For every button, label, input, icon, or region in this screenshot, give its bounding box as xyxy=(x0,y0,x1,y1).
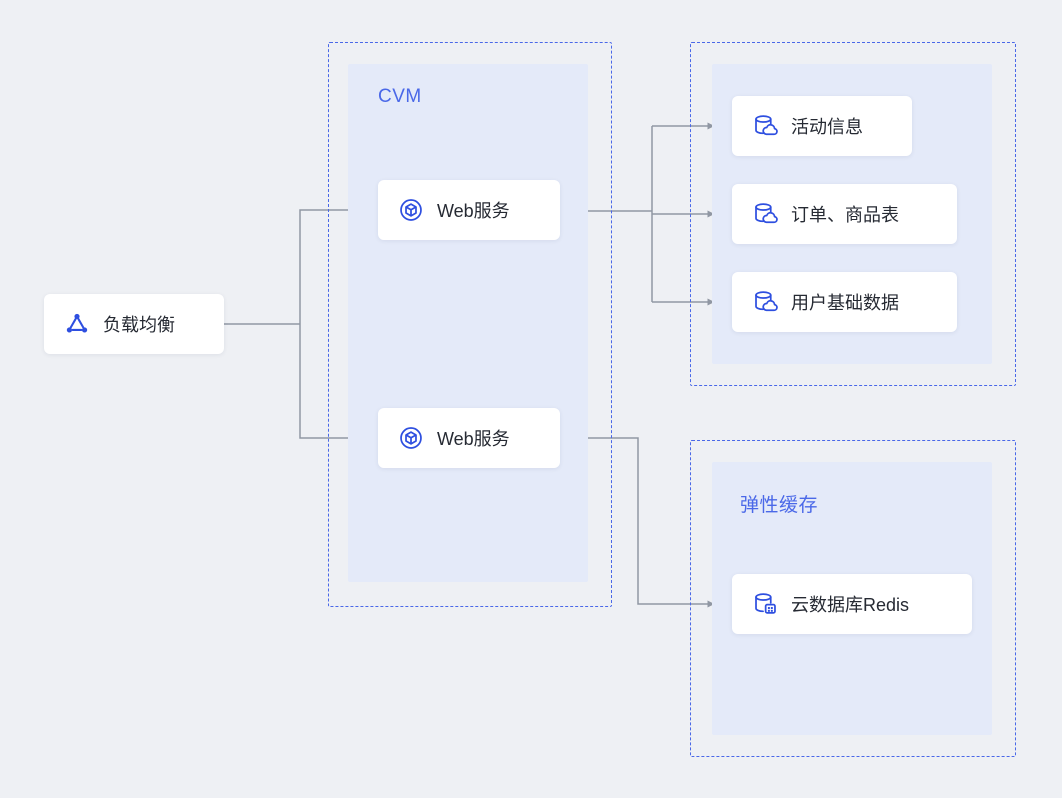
node-web-service-1[interactable]: Web服务 xyxy=(378,180,560,240)
database-cloud-icon xyxy=(752,113,778,139)
web-service-icon xyxy=(398,197,424,223)
cache-group-title: 弹性缓存 xyxy=(740,495,819,516)
cache-group-border xyxy=(690,440,1016,757)
database-cloud-icon xyxy=(752,201,778,227)
database-cloud-icon xyxy=(752,289,778,315)
cvm-group-border xyxy=(328,42,612,607)
node-label: 订单、商品表 xyxy=(791,205,899,225)
node-db-activity[interactable]: 活动信息 xyxy=(732,96,912,156)
node-label: Web服务 xyxy=(437,429,510,449)
database-redis-icon xyxy=(752,591,778,617)
load-balancer-icon xyxy=(64,311,90,337)
node-label: 活动信息 xyxy=(791,117,863,137)
node-db-users[interactable]: 用户基础数据 xyxy=(732,272,957,332)
web-service-icon xyxy=(398,425,424,451)
node-db-orders[interactable]: 订单、商品表 xyxy=(732,184,957,244)
database-group-border xyxy=(690,42,1016,386)
cvm-panel: CVM xyxy=(348,64,588,582)
node-label: 用户基础数据 xyxy=(791,293,899,313)
node-label: Web服务 xyxy=(437,201,510,221)
node-label: 云数据库Redis xyxy=(791,595,910,615)
cvm-group-title: CVM xyxy=(378,86,422,107)
node-web-service-2[interactable]: Web服务 xyxy=(378,408,560,468)
node-load-balancer[interactable]: 负载均衡 xyxy=(44,294,224,354)
node-label: 负载均衡 xyxy=(103,315,175,335)
node-redis[interactable]: 云数据库Redis xyxy=(732,574,972,634)
